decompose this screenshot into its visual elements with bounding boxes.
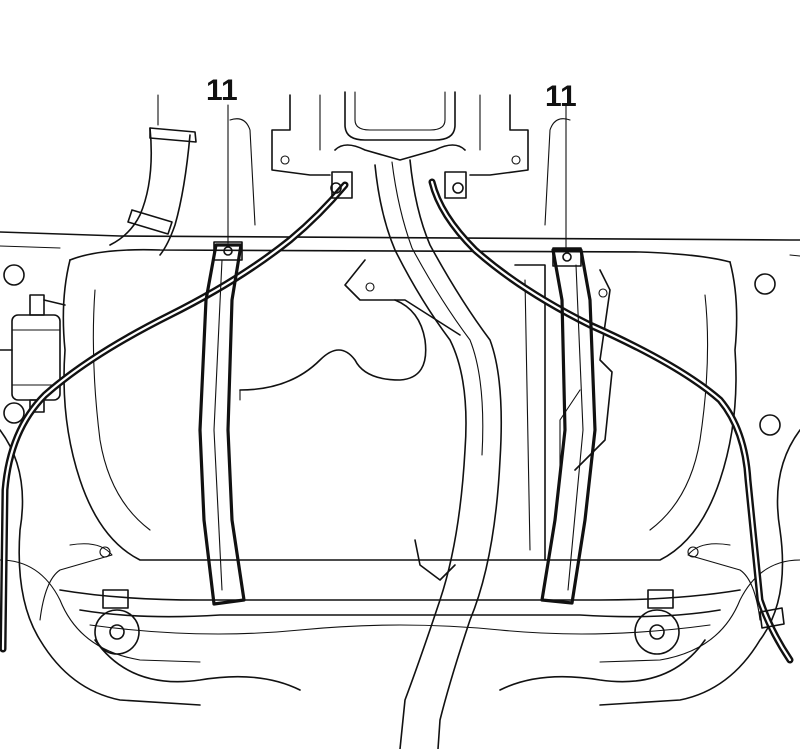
callout-label-right: 11 bbox=[545, 80, 577, 113]
filler-neck bbox=[109, 94, 197, 256]
body-hole bbox=[3, 264, 25, 286]
body-hole bbox=[754, 273, 776, 295]
bushing bbox=[634, 609, 680, 655]
bushing bbox=[94, 609, 140, 655]
fuel-tank bbox=[62, 248, 738, 581]
fuel-filter bbox=[0, 294, 66, 413]
exhaust-pipe bbox=[374, 159, 503, 749]
body-hole bbox=[3, 402, 25, 424]
body-hole bbox=[759, 414, 781, 436]
underbody-outline bbox=[0, 231, 800, 706]
centre-bracket bbox=[229, 91, 571, 226]
tank-strap-right bbox=[540, 104, 597, 605]
tank-strap-left bbox=[198, 104, 246, 606]
rear-crossmember bbox=[39, 543, 761, 691]
fuel-lines bbox=[0, 171, 794, 664]
callout-label-left: 11 bbox=[206, 74, 238, 107]
